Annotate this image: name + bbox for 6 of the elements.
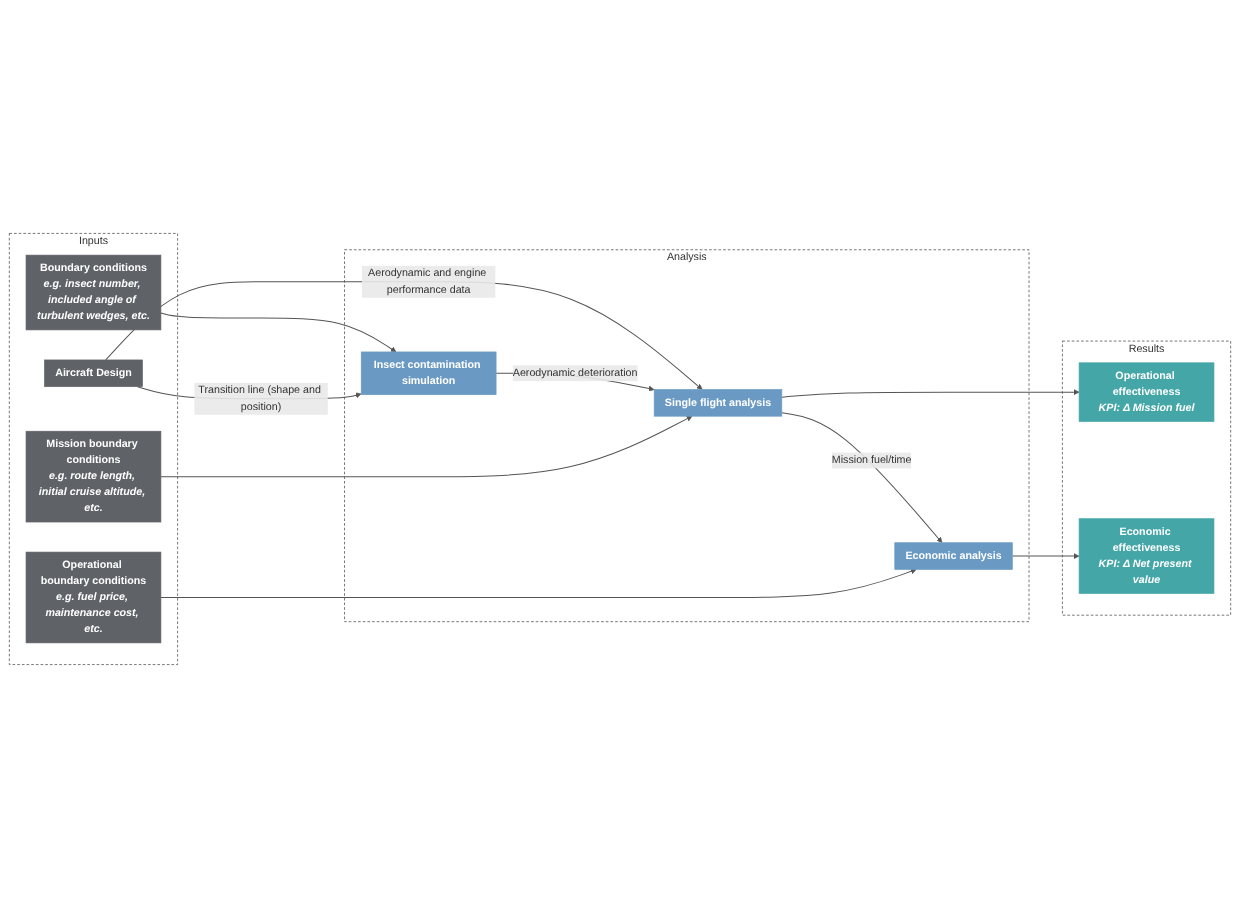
arrow (160, 312, 397, 353)
arrow (781, 389, 1080, 398)
arrow (160, 568, 917, 598)
arrow (781, 412, 943, 543)
arrow (1011, 553, 1080, 559)
arrow (160, 415, 693, 478)
